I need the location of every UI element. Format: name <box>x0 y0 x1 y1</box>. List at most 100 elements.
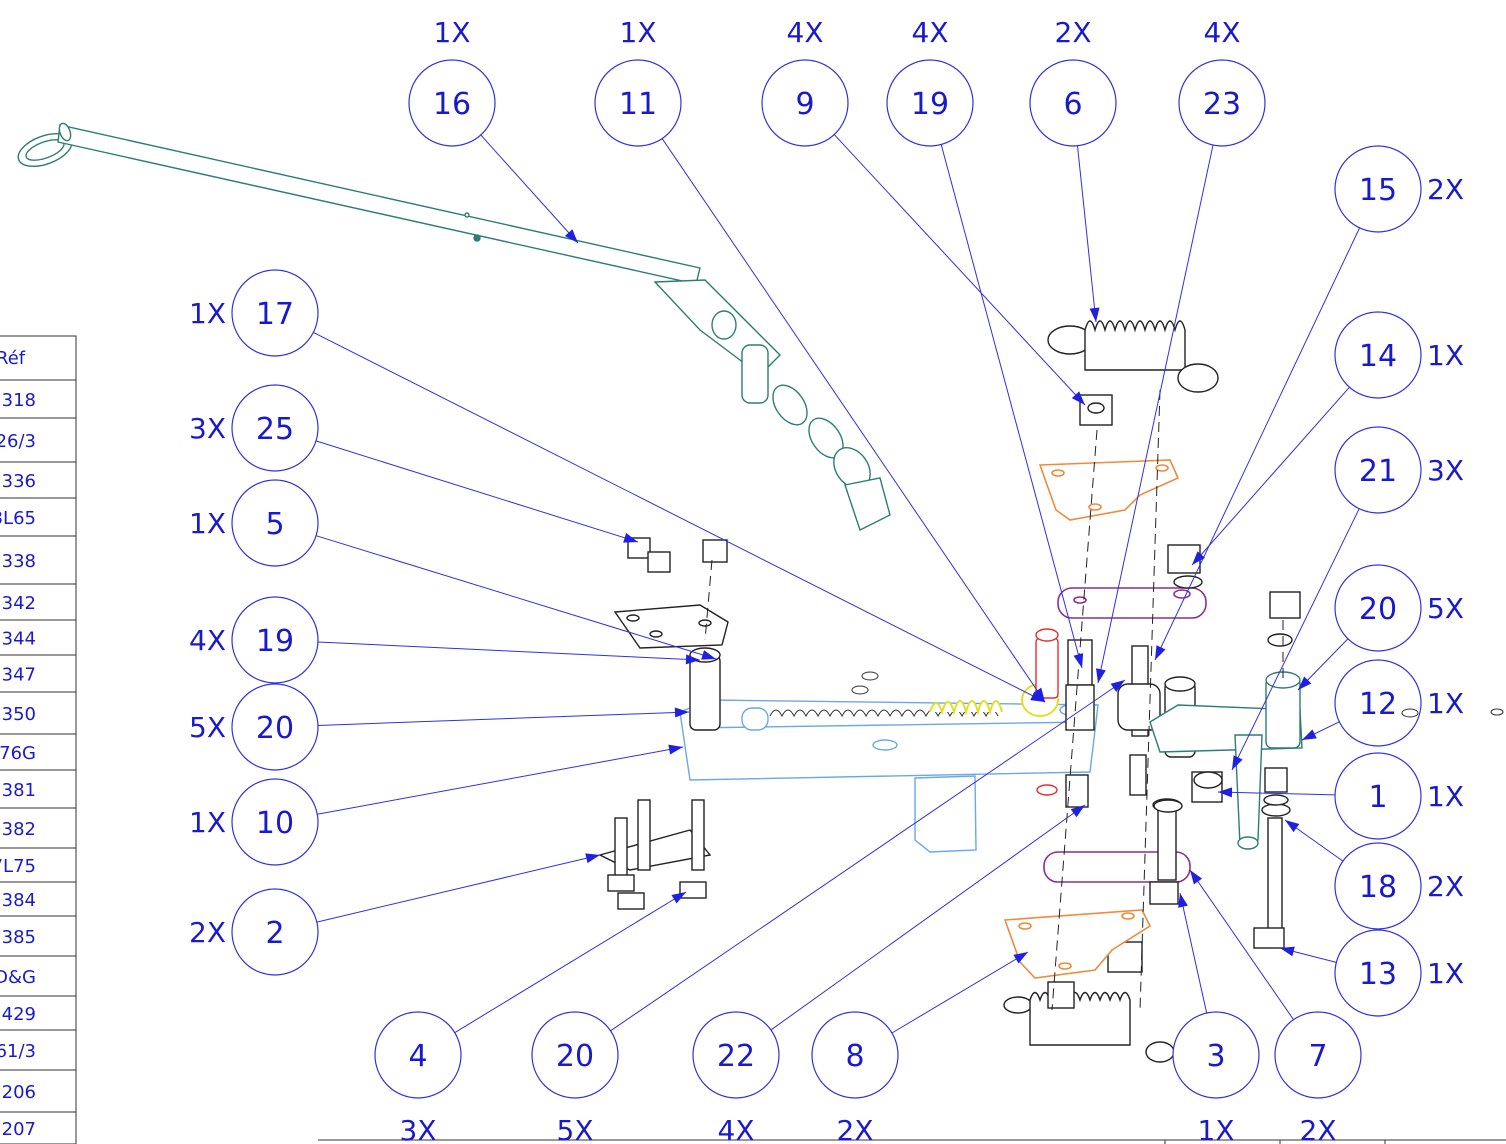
leader-line-8 <box>891 951 1029 1034</box>
balloon-circle <box>531 1011 619 1099</box>
balloon-quantity: 3X <box>1427 454 1464 487</box>
balloon-quantity: 2X <box>1300 1114 1337 1144</box>
table-cell-ref: 336 <box>2 471 36 492</box>
balloon-circle <box>1172 1011 1260 1099</box>
balloon-circle <box>231 778 319 866</box>
leader-arrowhead <box>1155 645 1166 660</box>
balloon-number: 17 <box>256 297 294 332</box>
balloon-circle <box>408 59 496 147</box>
leader-arrowhead <box>1178 893 1188 908</box>
table-cell-ref: 37L75 <box>0 856 36 877</box>
balloon-circle <box>692 1011 780 1099</box>
balloon-circle <box>231 384 319 472</box>
balloon-20: 20 5X <box>189 683 319 771</box>
leader-arrowhead <box>1302 729 1317 740</box>
leader-arrowhead <box>685 654 700 665</box>
table-cell-ref: 385 <box>2 927 36 948</box>
table-cell-ref: 376G <box>0 743 36 764</box>
balloon-circle <box>1334 145 1422 233</box>
balloon-quantity: 5X <box>189 711 226 744</box>
stud-part-22 <box>1065 639 1095 808</box>
balloon-quantity: 1X <box>189 297 226 330</box>
balloon-circle <box>1334 842 1422 930</box>
balloon-number: 6 <box>1063 87 1082 122</box>
leader-line-3 <box>1179 892 1208 1014</box>
balloon-quantity: 3X <box>400 1114 437 1144</box>
plate-part-8-top <box>1038 459 1180 521</box>
balloon-circle <box>811 1011 899 1099</box>
balloon-number: 5 <box>265 507 284 542</box>
leader-arrowhead <box>1285 820 1300 833</box>
leader-line-22 <box>770 804 1086 1031</box>
balloon-quantity: 1X <box>1198 1114 1235 1144</box>
leader-arrowhead <box>1218 787 1233 798</box>
leader-line-16 <box>480 134 579 244</box>
balloon-number: 20 <box>1359 592 1397 627</box>
balloon-9: 94X <box>761 16 849 147</box>
balloon-number: 16 <box>433 87 471 122</box>
balloon-number: 1 <box>1368 780 1387 815</box>
balloon-20: 20 5X <box>1334 564 1464 652</box>
balloon-17: 17 1X <box>189 269 319 357</box>
title-block-border <box>318 1139 1506 1144</box>
balloon-quantity: 1X <box>1427 780 1464 813</box>
balloon-number: 8 <box>845 1039 864 1074</box>
leader-line-6 <box>1076 145 1097 323</box>
table-cell-ref: 347 <box>2 665 36 686</box>
balloon-8: 82X <box>811 1011 899 1144</box>
washers-part-21 <box>1153 575 1293 813</box>
leader-lines <box>313 134 1361 1034</box>
table-header: Réf <box>0 348 26 369</box>
balloon-circle <box>1334 426 1422 514</box>
table-cell-ref: 206 <box>2 1082 36 1103</box>
leader-arrowhead <box>674 707 689 718</box>
balloon-number: 15 <box>1359 173 1397 208</box>
nuts-part-25 <box>627 537 728 573</box>
table-cell-ref: 318 <box>2 390 36 411</box>
leader-line-19 <box>940 144 1083 669</box>
table-cell-ref: 342 <box>2 593 36 614</box>
leader-arrowhead <box>1190 870 1203 885</box>
balloon-quantity: 4X <box>718 1114 755 1144</box>
balloon-circle <box>761 59 849 147</box>
table-cell-ref: 381 <box>2 780 36 801</box>
balloon-number: 2 <box>265 916 284 951</box>
balloon-quantity: 5X <box>1427 592 1464 625</box>
table-cell-ref: 14D&G <box>0 967 36 988</box>
balloon-number: 25 <box>256 412 294 447</box>
plate-part-5 <box>613 604 729 649</box>
balloon-number: 13 <box>1359 957 1397 992</box>
bolt-part-13 <box>1253 767 1291 949</box>
leader-arrowhead <box>623 533 638 543</box>
link-part-7-top <box>1057 587 1207 619</box>
balloon-circle <box>1334 564 1422 652</box>
pin-part-11 <box>1035 628 1059 796</box>
balloon-quantity: 1X <box>189 507 226 540</box>
balloon-2: 22X <box>189 888 319 976</box>
leader-line-4 <box>454 891 687 1034</box>
balloon-number: 22 <box>717 1039 755 1074</box>
spring-part-6-bottom <box>1003 981 1175 1063</box>
leader-arrowhead <box>1013 952 1028 964</box>
leader-arrowhead <box>1030 691 1045 702</box>
balloon-4: 4 3X <box>374 1011 462 1144</box>
leader-line-2 <box>316 854 601 923</box>
balloon-quantity: 2X <box>1055 16 1092 49</box>
long-spring-part-17 <box>769 671 1059 718</box>
leader-arrowhead <box>585 853 600 864</box>
balloon-number: 4 <box>408 1039 427 1074</box>
balloon-number: 11 <box>619 87 657 122</box>
balloon-number: 20 <box>256 711 294 746</box>
balloon-quantity: 4X <box>1204 16 1241 49</box>
balloon-quantity: 1X <box>189 806 226 839</box>
balloon-6: 6 2X <box>1029 16 1117 147</box>
balloon-circle <box>594 59 682 147</box>
balloon-quantity: 1X <box>620 16 657 49</box>
